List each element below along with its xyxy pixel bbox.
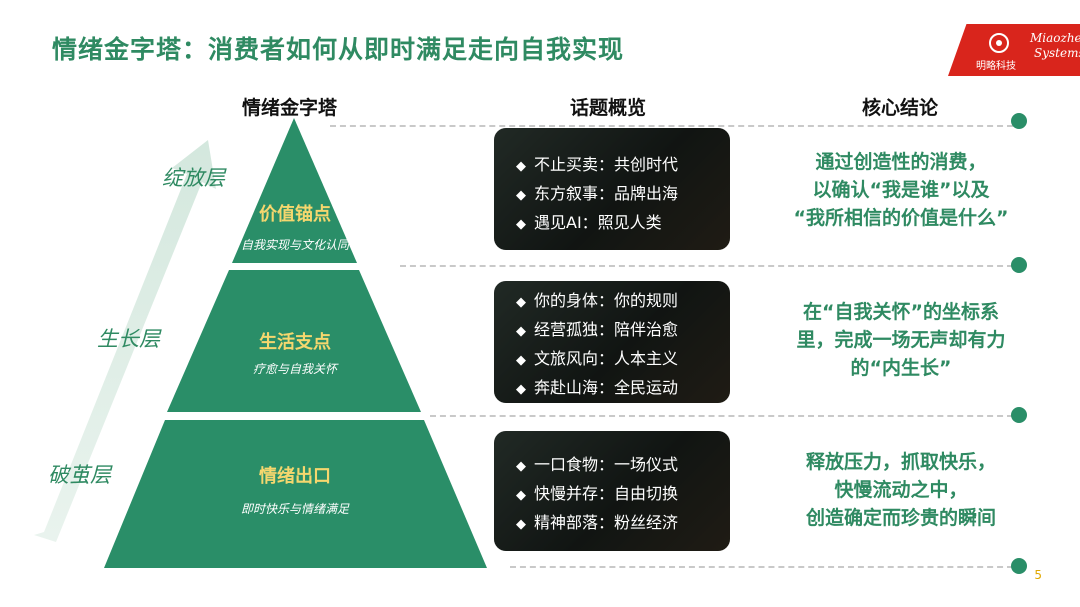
conclusion-line: 通过创造性的消费，	[766, 148, 1036, 176]
topic-text: 一口食物：一场仪式	[534, 455, 678, 474]
tier-title-middle: 生活支点	[225, 328, 365, 354]
topic-item: ◆不止买卖：共创时代	[516, 151, 730, 180]
diamond-bullet-icon: ◆	[516, 211, 534, 238]
topic-list-bottom: ◆一口食物：一场仪式 ◆快慢并存：自由切换 ◆精神部落：粉丝经济	[494, 451, 730, 538]
topic-text: 奔赴山海：全民运动	[534, 378, 678, 397]
topic-box-middle: ◆你的身体：你的规则 ◆经营孤独：陪伴治愈 ◆文旅风向：人本主义 ◆奔赴山海：全…	[494, 281, 730, 403]
conclusion-bottom: 释放压力，抓取快乐， 快慢流动之中， 创造确定而珍贵的瞬间	[766, 448, 1036, 532]
conclusion-line: 快慢流动之中，	[766, 476, 1036, 504]
divider-dot-3	[1011, 407, 1027, 423]
divider-dot-1	[1011, 113, 1027, 129]
divider-dot-2	[1011, 257, 1027, 273]
diamond-bullet-icon: ◆	[516, 153, 534, 180]
topic-text: 遇见AI：照见人类	[534, 213, 662, 232]
tier-subtitle-middle: 疗愈与自我关怀	[215, 360, 375, 377]
tier-subtitle-top: 自我实现与文化认同	[215, 236, 375, 253]
diamond-bullet-icon: ◆	[516, 511, 534, 538]
topic-item: ◆你的身体：你的规则	[516, 287, 730, 316]
topic-item: ◆一口食物：一场仪式	[516, 451, 730, 480]
conclusion-top: 通过创造性的消费， 以确认“我是谁”以及 “我所相信的价值是什么”	[766, 148, 1036, 232]
topic-item: ◆东方叙事：品牌出海	[516, 180, 730, 209]
conclusion-line: 在“自我关怀”的坐标系	[766, 298, 1036, 326]
conclusion-middle: 在“自我关怀”的坐标系 里，完成一场无声却有力 的“内生长”	[766, 298, 1036, 382]
topic-text: 精神部落：粉丝经济	[534, 513, 678, 532]
page-number: 5	[1034, 568, 1042, 582]
topic-item: ◆文旅风向：人本主义	[516, 345, 730, 374]
divider-line-2	[400, 265, 1013, 267]
topic-item: ◆奔赴山海：全民运动	[516, 374, 730, 403]
topic-text: 不止买卖：共创时代	[534, 155, 678, 174]
conclusion-line: “我所相信的价值是什么”	[766, 204, 1036, 232]
topic-list-top: ◆不止买卖：共创时代 ◆东方叙事：品牌出海 ◆遇见AI：照见人类	[494, 151, 730, 238]
topic-item: ◆遇见AI：照见人类	[516, 209, 730, 238]
diamond-bullet-icon: ◆	[516, 289, 534, 316]
topic-text: 东方叙事：品牌出海	[534, 184, 678, 203]
topic-item: ◆精神部落：粉丝经济	[516, 509, 730, 538]
diamond-bullet-icon: ◆	[516, 347, 534, 374]
topic-box-bottom: ◆一口食物：一场仪式 ◆快慢并存：自由切换 ◆精神部落：粉丝经济	[494, 431, 730, 551]
diamond-bullet-icon: ◆	[516, 318, 534, 345]
conclusion-line: 的“内生长”	[766, 354, 1036, 382]
conclusion-line: 释放压力，抓取快乐，	[766, 448, 1036, 476]
pyramid-tier-bottom	[104, 420, 487, 568]
conclusion-line: 以确认“我是谁”以及	[766, 176, 1036, 204]
diamond-bullet-icon: ◆	[516, 376, 534, 403]
layer-label-middle: 生长层	[97, 323, 160, 353]
topic-text: 文旅风向：人本主义	[534, 349, 678, 368]
divider-dot-4	[1011, 558, 1027, 574]
topic-list-middle: ◆你的身体：你的规则 ◆经营孤独：陪伴治愈 ◆文旅风向：人本主义 ◆奔赴山海：全…	[494, 287, 730, 403]
conclusion-line: 里，完成一场无声却有力	[766, 326, 1036, 354]
diamond-bullet-icon: ◆	[516, 482, 534, 509]
layer-label-top: 绽放层	[162, 162, 225, 192]
tier-subtitle-bottom: 即时快乐与情绪满足	[215, 500, 375, 517]
divider-line-4	[510, 566, 1013, 568]
topic-item: ◆经营孤独：陪伴治愈	[516, 316, 730, 345]
topic-box-top: ◆不止买卖：共创时代 ◆东方叙事：品牌出海 ◆遇见AI：照见人类	[494, 128, 730, 250]
divider-line-3	[430, 415, 1013, 417]
layer-label-bottom: 破茧层	[48, 459, 111, 489]
topic-text: 你的身体：你的规则	[534, 291, 678, 310]
diamond-bullet-icon: ◆	[516, 453, 534, 480]
topic-text: 经营孤独：陪伴治愈	[534, 320, 678, 339]
tier-title-bottom: 情绪出口	[225, 462, 365, 488]
diamond-bullet-icon: ◆	[516, 182, 534, 209]
tier-title-top: 价值锚点	[225, 200, 365, 226]
divider-line-1	[330, 125, 1013, 127]
conclusion-line: 创造确定而珍贵的瞬间	[766, 504, 1036, 532]
topic-text: 快慢并存：自由切换	[534, 484, 678, 503]
topic-item: ◆快慢并存：自由切换	[516, 480, 730, 509]
